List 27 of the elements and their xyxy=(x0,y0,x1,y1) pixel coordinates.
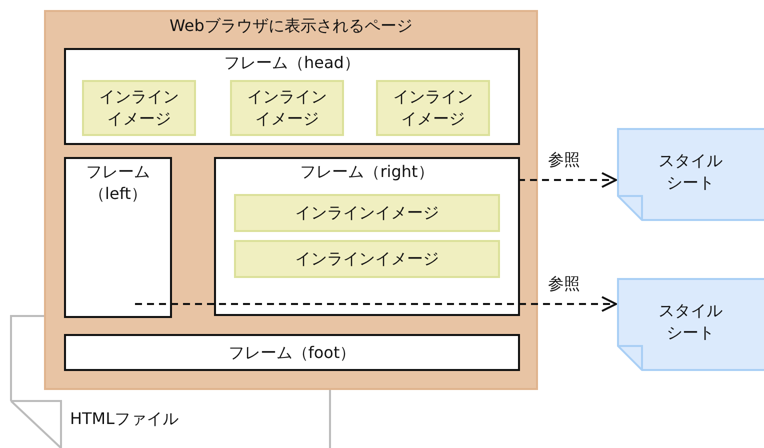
frame-title: フレーム（foot） xyxy=(227,342,357,364)
stylesheet-label: スタイルシート xyxy=(658,150,724,194)
frame-box xyxy=(214,157,520,316)
image-box xyxy=(234,194,500,232)
edge-label: 参照 xyxy=(546,274,582,295)
arrow xyxy=(135,296,617,312)
edge-label: 参照 xyxy=(546,150,582,171)
image-label: インラインイメージ xyxy=(294,248,440,270)
frame-title: フレーム（left） xyxy=(85,161,151,206)
arrow xyxy=(518,172,617,188)
frame-box xyxy=(64,48,520,145)
page-title: Webブラウザに表示されるページ xyxy=(170,15,412,37)
page-panel xyxy=(44,10,538,390)
image-label: インラインイメージ xyxy=(98,86,180,130)
frame-box xyxy=(64,334,520,371)
image-box xyxy=(230,80,344,136)
image-label: インラインイメージ xyxy=(294,202,440,224)
image-box xyxy=(376,80,490,136)
image-box xyxy=(234,240,500,278)
image-label: インラインイメージ xyxy=(246,86,328,130)
image-label: インラインイメージ xyxy=(392,86,474,130)
frame-title: フレーム（head） xyxy=(223,52,361,74)
file-label: HTMLファイル xyxy=(70,408,179,430)
frame-title: フレーム（right） xyxy=(299,161,435,183)
stylesheet-label: スタイルシート xyxy=(658,300,724,344)
frame-box xyxy=(64,157,172,318)
image-box xyxy=(82,80,196,136)
